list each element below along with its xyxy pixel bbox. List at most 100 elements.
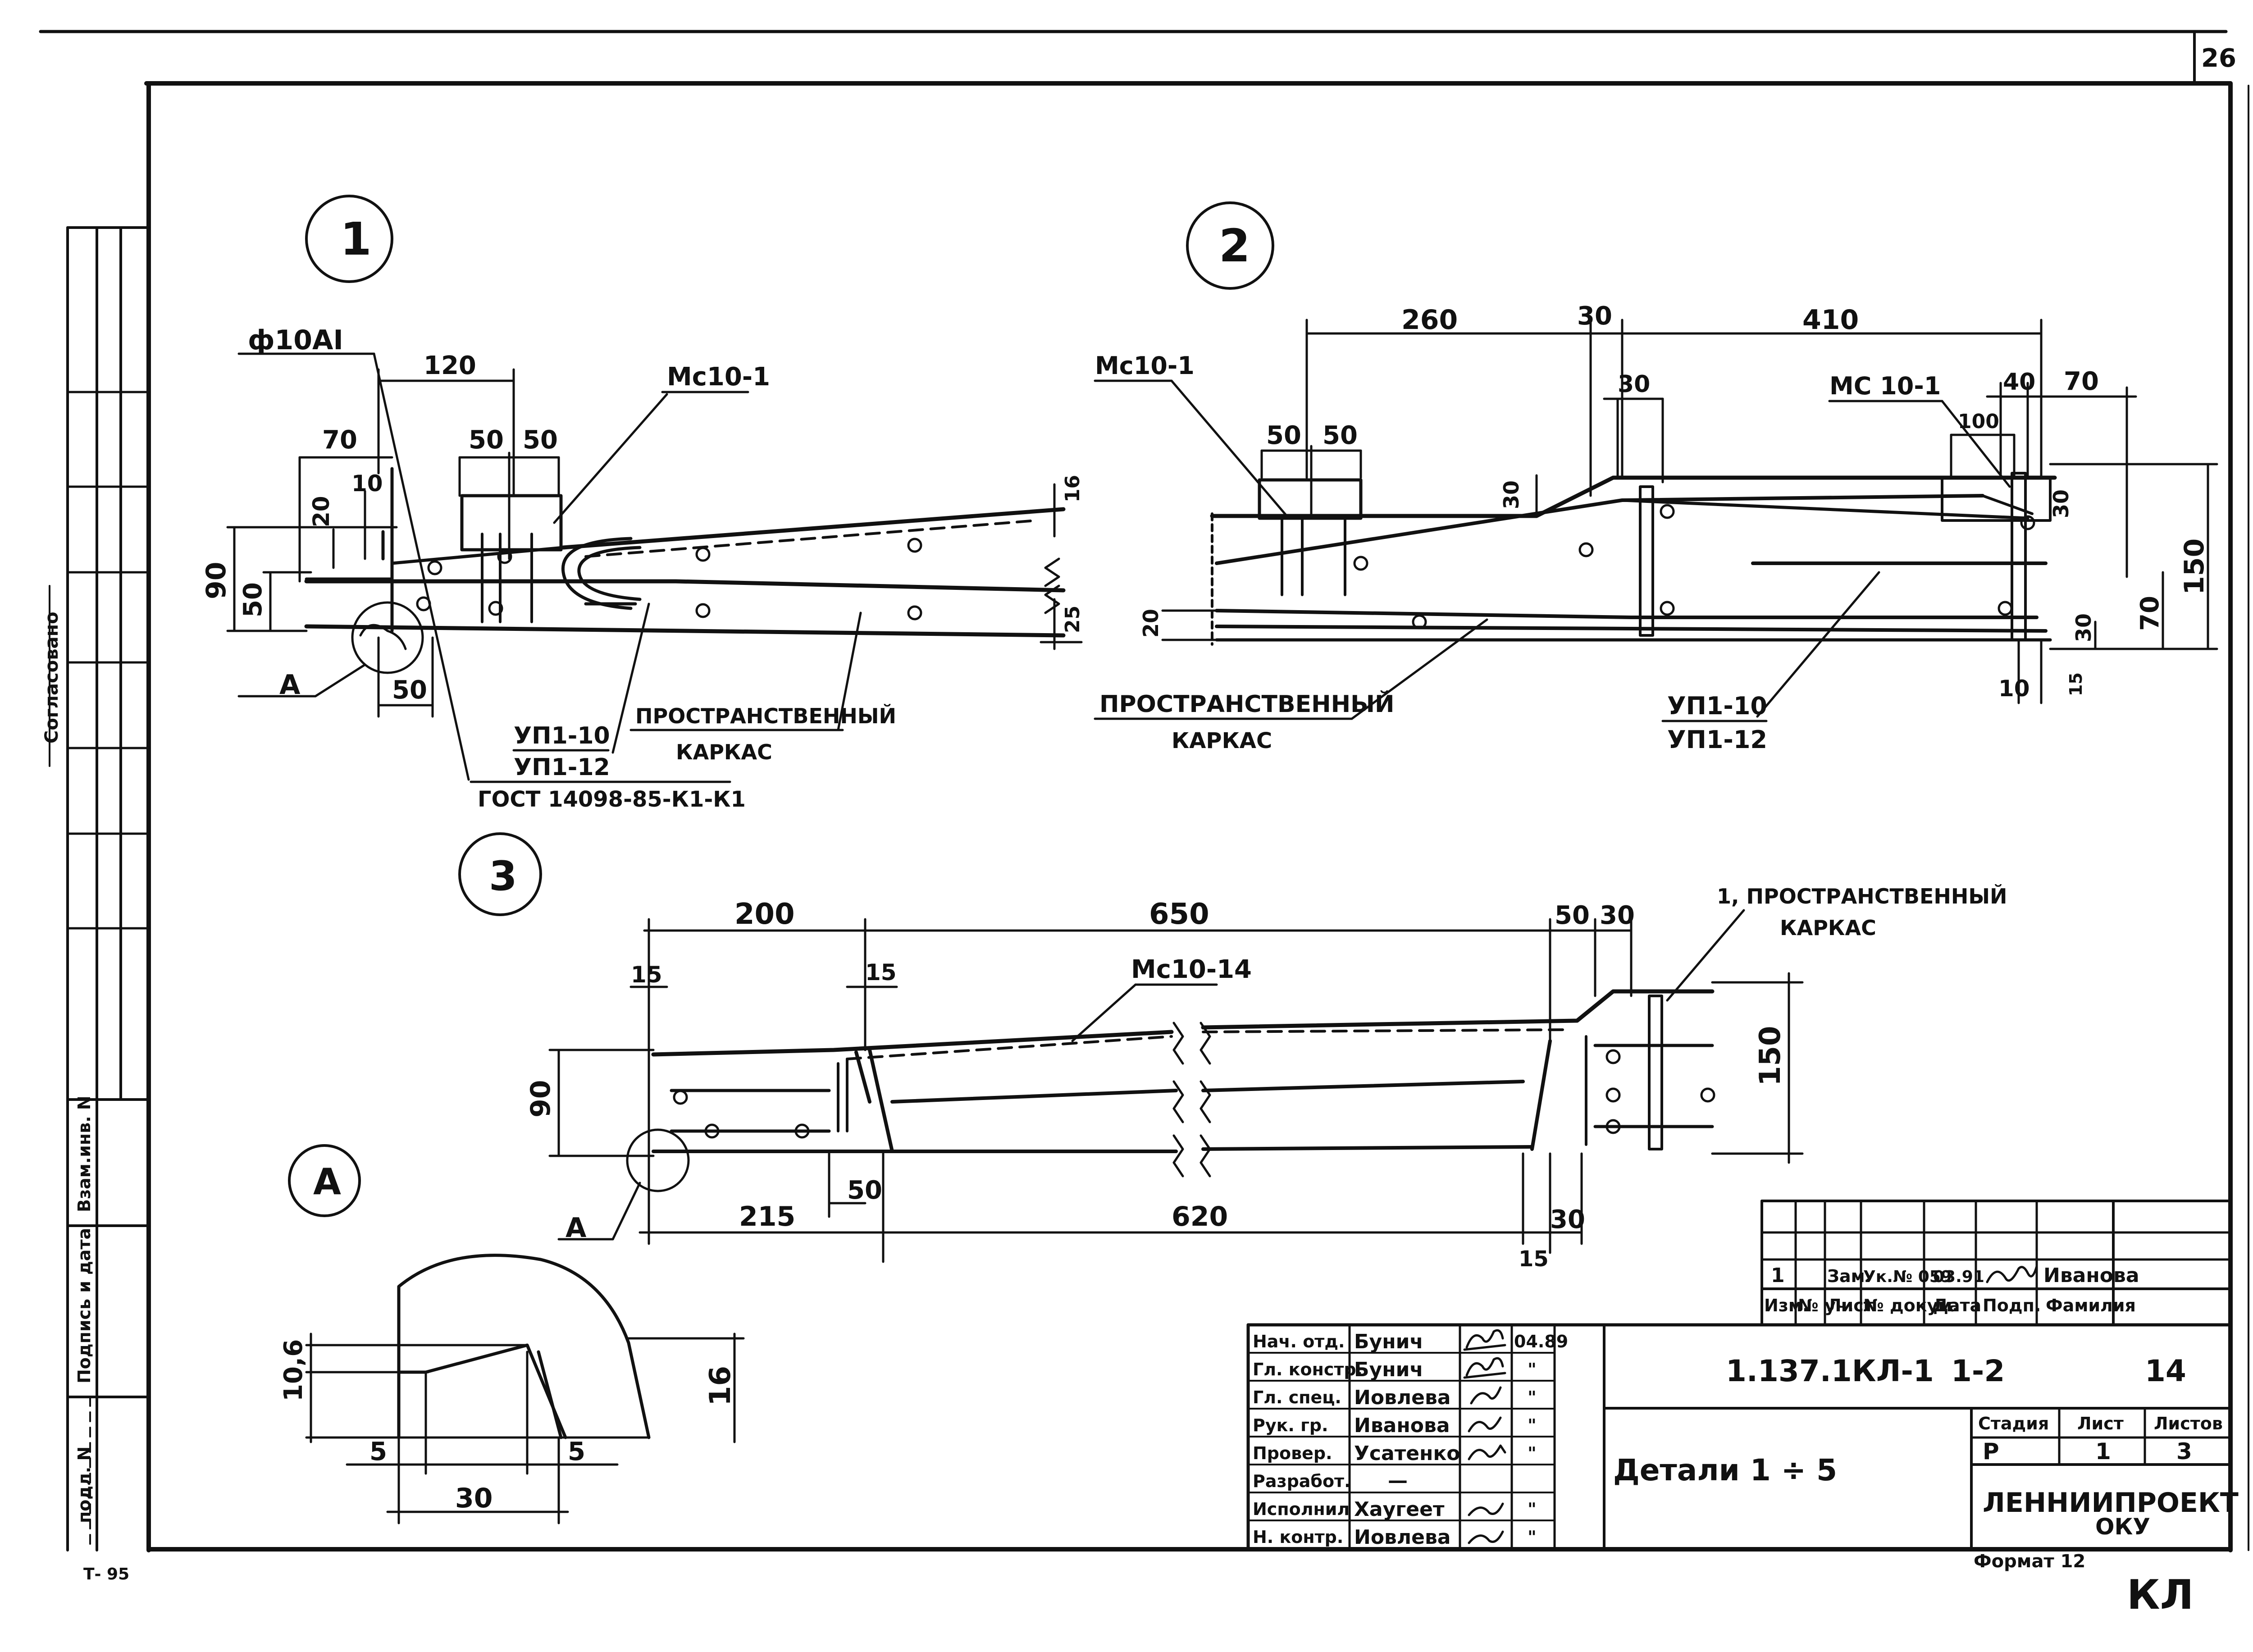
d2-dim-70a: 70 — [2064, 367, 2099, 396]
d3-dim-30b: 30 — [1550, 1205, 1585, 1234]
d3-dim-30: 30 — [1600, 901, 1635, 930]
title-block: 1 Зам. Ук.№ 059 03.91 Иванова Изм. № уч.… — [1246, 1200, 2239, 1551]
d3-dim-150: 150 — [1754, 1026, 1787, 1086]
staff-date-3: " — [1528, 1387, 1537, 1407]
detail-2: 2 — [1094, 201, 2218, 754]
stamp-replace-inv: Взам.инв. N — [74, 1095, 94, 1212]
rev-header-5: Дата — [1933, 1296, 1981, 1315]
staff-name-2: Бунич — [1354, 1358, 1423, 1381]
sheet-frame — [39, 30, 2249, 1552]
detail-a-label: А — [313, 1161, 341, 1203]
doc-title: Детали 1 ÷ 5 — [1613, 1453, 1837, 1488]
detail-1: 1 А — [201, 195, 1084, 812]
org-name: ЛЕННИИПРОЕКТ — [1983, 1487, 2239, 1519]
d3-dim-215: 215 — [739, 1201, 795, 1232]
rev-header-1: Изм. — [1764, 1296, 1809, 1315]
d1-bar-label-1: УП1-10 — [514, 722, 610, 749]
d3-mesh-label: Мс10-14 — [1131, 955, 1252, 984]
rev-signature-icon — [1986, 1265, 2038, 1283]
staff-date-4: " — [1528, 1415, 1537, 1435]
da-dim-30: 30 — [455, 1483, 493, 1514]
staff-date-5: " — [1528, 1443, 1537, 1463]
signature-marks — [1463, 1329, 1506, 1544]
d1-gost-label: ГОСТ 14098-85-К1-К1 — [478, 787, 746, 812]
d2-dim-30a: 30 — [1577, 301, 1612, 331]
d1-dim-10: 10 — [351, 470, 383, 497]
d1-dim-50a: 50 — [469, 425, 504, 455]
staff-name-6: — — [1388, 1469, 1408, 1492]
detail-3-marker — [458, 832, 542, 916]
staff-role-6: Разработ. — [1253, 1471, 1351, 1491]
d1-rod-label: ф10АI — [248, 324, 343, 356]
d3-dim-90: 90 — [525, 1080, 556, 1118]
d1-dim-90: 90 — [201, 562, 232, 600]
doc-code: 1.137.1КЛ-1 — [1726, 1354, 1934, 1388]
rev-date: 03.91 — [1933, 1268, 1984, 1286]
d2-bar-label-1: УП1-10 — [1667, 692, 1767, 720]
d3-dim-50: 50 — [1555, 901, 1590, 930]
d2-dim-50b: 50 — [1323, 421, 1358, 450]
d1-frame-label-2: КАРКАС — [676, 740, 772, 764]
d1-dim-120: 120 — [424, 351, 476, 380]
detail-a-marker — [288, 1144, 361, 1217]
da-dim-5a: 5 — [369, 1437, 387, 1466]
staff-role-4: Рук. гр. — [1253, 1415, 1328, 1435]
da-dim-5b: 5 — [568, 1437, 585, 1466]
d1-dim-50d: 50 — [392, 675, 427, 705]
da-dim-16: 16 — [704, 1366, 737, 1406]
staff-name-1: Бунич — [1354, 1330, 1423, 1353]
d2-dim-20: 20 — [1139, 609, 1163, 638]
d2-dim-30d: 30 — [2049, 489, 2073, 518]
staff-role-8: Н. контр. — [1253, 1527, 1343, 1547]
doc-sheet: 14 — [2145, 1354, 2186, 1388]
staff-date-2: " — [1528, 1360, 1537, 1379]
rev-change: Зам. — [1827, 1266, 1871, 1286]
d2-dim-15: 15 — [2066, 672, 2086, 696]
staff-date-8: " — [1528, 1527, 1537, 1547]
staff-role-3: Гл. спец. — [1253, 1387, 1341, 1407]
stamp-original-no: подл. N — [74, 1447, 94, 1523]
detail-1-number: 1 — [340, 213, 372, 265]
d1-dim-20: 20 — [308, 496, 334, 527]
d3-frame-label-2: КАРКАС — [1780, 916, 1876, 940]
d2-dim-30b: 30 — [1618, 371, 1650, 398]
d1-dim-16: 16 — [1061, 475, 1084, 502]
d1-section-label: А — [279, 669, 301, 701]
staff-date-7: " — [1528, 1499, 1537, 1519]
staff-role-5: Провер. — [1253, 1443, 1332, 1463]
detail-3-number: 3 — [489, 853, 517, 900]
rev-header-6: Подп. — [1983, 1296, 2041, 1315]
d3-dim-650: 650 — [1149, 898, 1209, 931]
rev-header-3: Лист — [1827, 1296, 1874, 1315]
staff-name-4: Иванова — [1354, 1414, 1450, 1437]
stage-value: Р — [1983, 1438, 1999, 1465]
d1-bar-label-2: УП1-12 — [514, 754, 610, 781]
d1-dim-25: 25 — [1061, 606, 1084, 633]
corner-note: Т- 95 — [83, 1565, 129, 1584]
d2-mesh-label-1: Мс10-1 — [1095, 351, 1195, 380]
d1-mesh-label: Мс10-1 — [667, 362, 770, 392]
d3-dim-15a: 15 — [631, 962, 662, 988]
detail-2-marker — [1186, 201, 1274, 290]
d2-dim-260: 260 — [1401, 304, 1458, 336]
rev-number: 1 — [1771, 1264, 1785, 1287]
d2-dim-10: 10 — [1998, 675, 2030, 702]
sheet-header: Лист — [2077, 1414, 2124, 1433]
detail-1-marker — [305, 195, 393, 283]
d1-dim-50b: 50 — [523, 425, 558, 455]
d1-frame-label-1: ПРОСТРАНСТВЕННЫЙ — [635, 704, 896, 728]
detail-3: 3 А — [458, 832, 2007, 1272]
staff-role-1: Нач. отд. — [1253, 1332, 1345, 1351]
d3-dim-620: 620 — [1172, 1201, 1228, 1232]
d2-dim-70b: 70 — [2135, 596, 2165, 631]
d1-dim-50c: 50 — [238, 582, 268, 617]
org-dept: ОКУ — [2095, 1514, 2150, 1540]
d3-frame-label-1: 1, ПРОСТРАНСТВЕННЫЙ — [1717, 884, 2007, 908]
d3-dim-200: 200 — [734, 898, 795, 931]
d2-dim-30e: 30 — [2071, 613, 2096, 642]
d3-dim-15b: 15 — [865, 959, 897, 986]
d3-dim-15c: 15 — [1519, 1246, 1549, 1272]
d2-dim-410: 410 — [1802, 304, 1859, 336]
d3-section-label: А — [566, 1212, 587, 1244]
